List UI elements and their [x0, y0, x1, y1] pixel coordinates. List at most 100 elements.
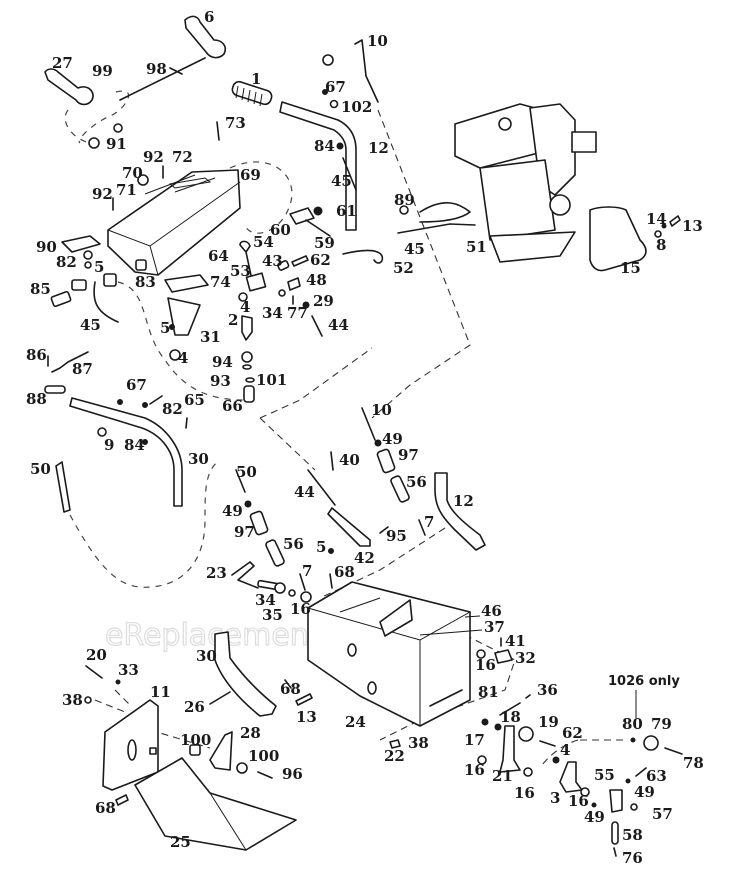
nut-49-b	[374, 439, 382, 447]
nut-35	[288, 589, 296, 597]
callout-32: 32	[515, 649, 536, 667]
callout-92-a: 92	[143, 148, 164, 166]
spring-56-a	[265, 539, 285, 567]
pin-95	[379, 526, 389, 534]
belt-guard-15	[589, 206, 647, 272]
leader-46	[464, 615, 481, 618]
callout-97-b: 97	[398, 446, 419, 464]
callout-62-b: 62	[562, 724, 583, 742]
shift-rod-98	[119, 57, 206, 101]
clip-88	[44, 385, 66, 394]
callout-44-upper: 44	[328, 316, 349, 334]
callout-24: 24	[345, 713, 366, 731]
callout-33: 33	[118, 661, 139, 679]
hand-grip-1	[231, 80, 273, 107]
screw-62-a	[291, 255, 309, 267]
callout-14: 14	[646, 210, 667, 228]
shift-arm-30	[214, 631, 277, 717]
callout-23: 23	[206, 564, 227, 582]
callout-12-upper: 12	[368, 139, 389, 157]
callout-4-c: 4	[560, 741, 570, 759]
control-cable-lower	[69, 459, 221, 588]
sleeve-97-a	[249, 510, 269, 536]
callout-22: 22	[384, 747, 405, 765]
callout-5-c: 5	[316, 538, 326, 556]
callout-36: 36	[537, 681, 558, 699]
nut-49-c	[625, 778, 631, 784]
leader-37	[419, 629, 483, 636]
frame-24	[307, 581, 471, 727]
pin-58	[611, 821, 619, 845]
callout-9: 9	[104, 436, 114, 454]
callout-87: 87	[72, 360, 93, 378]
nut-91	[88, 137, 100, 149]
bushing-16-d	[523, 767, 533, 777]
callout-61: 61	[336, 202, 357, 220]
pulley-19	[518, 726, 534, 742]
callout-46: 46	[481, 602, 502, 620]
bolt-13-a	[669, 215, 681, 227]
callout-15: 15	[620, 259, 641, 277]
skid-plate-25	[134, 757, 297, 851]
nut-84-upper	[336, 142, 344, 150]
callout-45-harness: 45	[80, 316, 101, 334]
screw-67-upper	[322, 89, 328, 95]
callout-37: 37	[484, 618, 505, 636]
screw-7-b	[418, 519, 426, 536]
callout-16-c: 16	[464, 761, 485, 779]
callout-5-a: 5	[94, 258, 104, 276]
callout-49-b: 49	[382, 430, 403, 448]
callout-28: 28	[240, 724, 261, 742]
washer-14	[661, 223, 667, 229]
spring-43	[277, 260, 290, 271]
callout-66: 66	[222, 397, 243, 415]
side-plate-11	[102, 699, 159, 791]
rod-44-upper	[311, 315, 323, 337]
spring-76	[613, 847, 617, 857]
nut-34-a	[278, 289, 286, 297]
bracket-55	[609, 789, 623, 813]
callout-85: 85	[30, 280, 51, 298]
callout-63: 63	[646, 767, 667, 785]
screw-67-lower	[117, 399, 123, 405]
nut-18	[494, 723, 502, 731]
callout-60: 60	[270, 221, 291, 239]
callout-41: 41	[505, 632, 526, 650]
bolt-96	[257, 771, 273, 779]
nut-5-a	[84, 261, 92, 269]
callout-45-engine: 45	[404, 240, 425, 258]
callout-94: 94	[212, 353, 233, 371]
callout-31: 31	[200, 328, 221, 346]
callout-34-b: 34	[255, 591, 276, 609]
callout-77: 77	[287, 304, 308, 322]
callout-81: 81	[478, 683, 499, 701]
nut-4-c	[552, 756, 560, 764]
shift-lever-6	[184, 15, 227, 59]
callout-82-b: 82	[162, 400, 183, 418]
callout-84-lower: 84	[124, 436, 145, 454]
callout-2: 2	[228, 311, 238, 329]
callout-64: 64	[208, 247, 229, 265]
bolt-62-b	[539, 740, 556, 747]
callout-74: 74	[210, 273, 231, 291]
callout-13-upper: 13	[682, 217, 703, 235]
callout-12-lower: 12	[453, 492, 474, 510]
bushing-16-b	[476, 649, 486, 659]
washer-4-b	[238, 292, 248, 302]
switch-60	[289, 207, 315, 225]
callout-101: 101	[256, 371, 287, 389]
callout-62-a: 62	[310, 251, 331, 269]
callout-56-b: 56	[406, 473, 427, 491]
callout-100-a: 100	[180, 731, 211, 749]
sleeve-97-b	[376, 448, 396, 474]
callout-42: 42	[354, 549, 375, 567]
callout-54: 54	[253, 233, 274, 251]
callout-30-upper: 30	[188, 450, 209, 468]
nut-49-d	[591, 802, 597, 808]
lower-handle-left	[69, 397, 183, 507]
callout-102: 102	[341, 98, 372, 116]
washer-93	[242, 364, 252, 370]
callout-70: 70	[122, 164, 143, 182]
washer-94	[241, 351, 253, 363]
